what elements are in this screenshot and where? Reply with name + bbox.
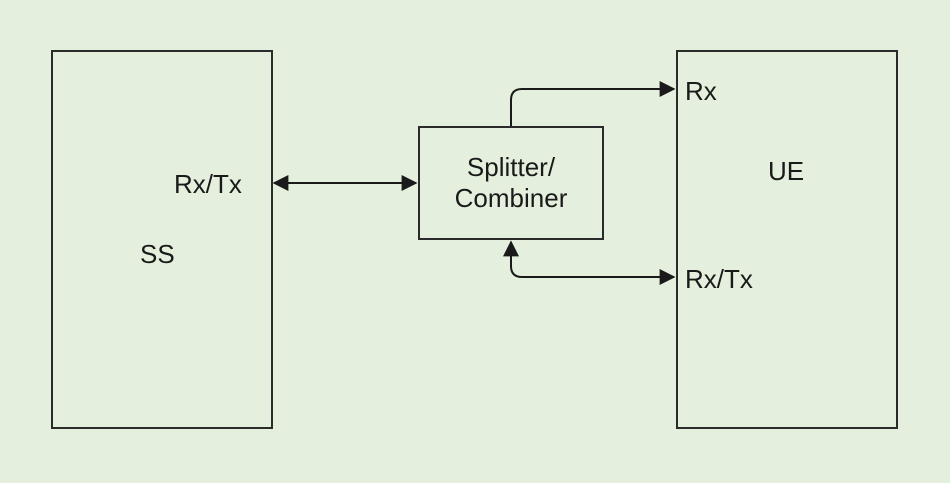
ue-name-label: UE [768,156,805,186]
ss-name-label: SS [140,239,175,269]
splitter-label: Splitter/ [466,151,556,182]
combiner-label: Combiner [454,183,568,213]
ue-rxtx-label: Rx/Tx [685,264,753,294]
ss-block [51,50,273,429]
splitter-combiner-block: Splitter/ Combiner [418,126,604,240]
splitter-ue-rxtx-link [503,240,676,285]
ue-block [676,50,898,429]
ue-rx-label: Rx [685,76,717,106]
ss-port-label: Rx/Tx [174,169,242,199]
splitter-ue-rx-link [510,81,676,126]
